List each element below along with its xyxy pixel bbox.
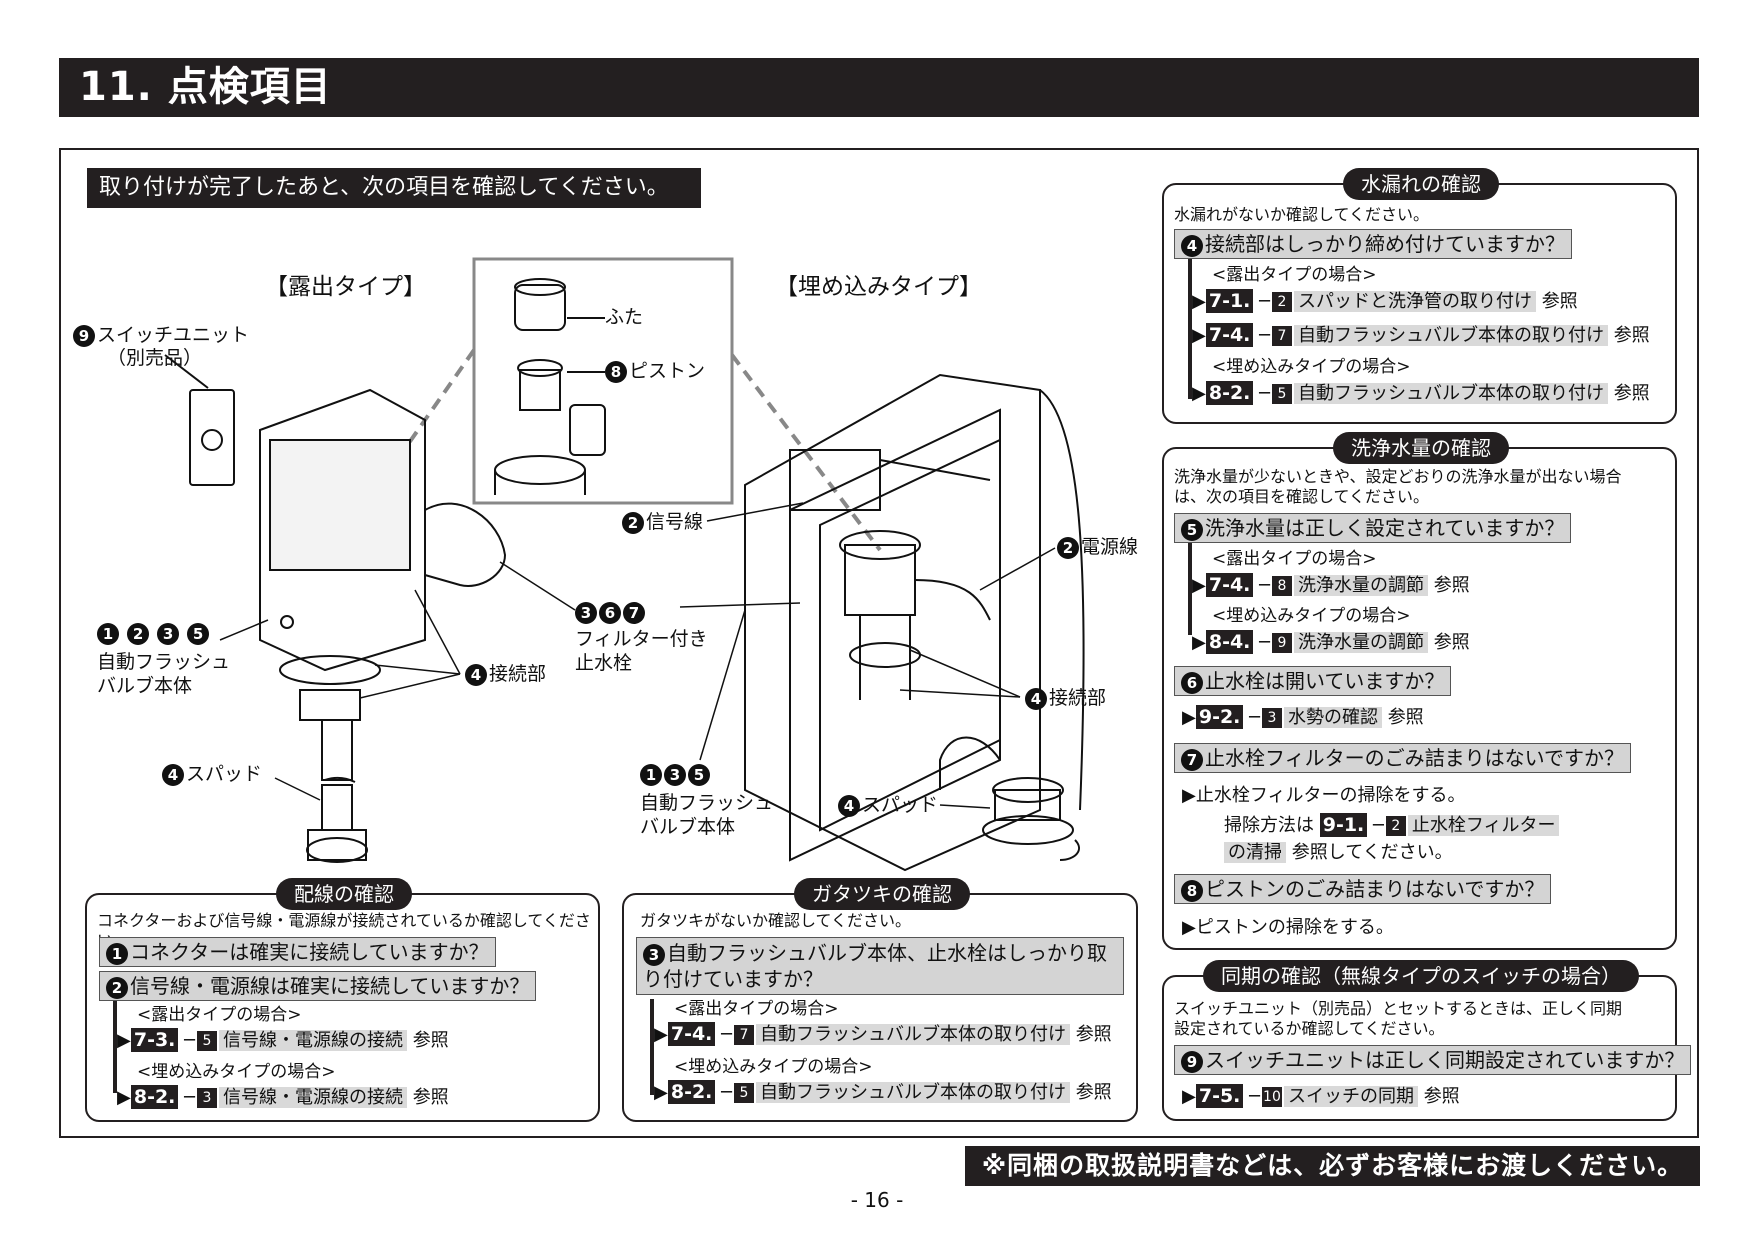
embedded-box-drawing	[744, 373, 1085, 872]
rattle-title: ガタツキの確認	[794, 878, 970, 910]
rattle-tree-line	[650, 999, 654, 1095]
volume-desc-1: 洗浄水量が少ないときや、設定どおりの洗浄水量が出ない場合	[1174, 467, 1622, 486]
intro-banner: 取り付けが完了したあと、次の項目を確認してください。	[87, 168, 701, 208]
embedded-type-label: 【埋め込みタイプ】	[775, 274, 982, 300]
stop-valve-label-line1: フィルター付き	[575, 628, 708, 650]
wiring-sub-exposed: <露出タイプの場合>	[137, 1005, 302, 1025]
leak-sub-embedded: <埋め込みタイプの場合>	[1212, 357, 1411, 377]
switch-unit-note: （別売品）	[107, 347, 203, 369]
footer-note: ※同梱の取扱説明書などは、必ずお客様にお渡しください。	[965, 1146, 1700, 1186]
piston-part	[517, 359, 605, 411]
volume-a8: ▶ピストンの掃除をする。	[1182, 917, 1394, 938]
exposed-valve-label-1: 自動フラッシュ	[97, 651, 231, 673]
embedded-valve-label-1: 自動フラッシュ	[640, 792, 774, 814]
lid-part	[514, 278, 605, 331]
page-number: - 16 -	[850, 1188, 904, 1212]
exposed-type-label: 【露出タイプ】	[265, 274, 426, 300]
stop-valve-label-line2: 止水栓	[575, 652, 633, 674]
content-frame	[59, 148, 1699, 1138]
lid-label: ふた	[605, 306, 644, 328]
wiring-title: 配線の確認	[276, 878, 412, 910]
sync-desc-1: スイッチユニット（別売品）とセットするときは、正しく同期	[1174, 999, 1623, 1018]
exposed-valve-nums: 1 2 3 5	[97, 621, 211, 645]
sync-panel: 同期の確認（無線タイプのスイッチの場合） スイッチユニット（別売品）とセットする…	[1162, 960, 1692, 1121]
volume-a7: ▶止水栓フィルターの掃除をする。	[1182, 785, 1466, 806]
rattle-desc: ガタツキがないか確認してください。	[640, 911, 912, 930]
wiring-tree-line	[113, 1001, 117, 1093]
sync-title: 同期の確認（無線タイプのスイッチの場合）	[1203, 960, 1639, 992]
inset-box	[472, 257, 734, 505]
volume-tree-line	[1188, 543, 1192, 635]
volume-sub-exposed: <露出タイプの場合>	[1212, 549, 1377, 569]
embedded-valve-label-2: バルブ本体	[640, 816, 736, 838]
switch-unit-drawing	[164, 354, 235, 486]
leak-title: 水漏れの確認	[1343, 168, 1499, 200]
exposed-valve-drawing	[259, 388, 507, 863]
rattle-sub-exposed: <露出タイプの場合>	[674, 999, 839, 1019]
page-title: 11. 点検項目	[59, 58, 1699, 117]
leak-desc: 水漏れがないか確認してください。	[1174, 205, 1430, 224]
volume-panel: 洗浄水量の確認 洗浄水量が少ないときや、設定どおりの洗浄水量が出ない場合 は、次…	[1162, 432, 1677, 950]
wiring-panel: 配線の確認 コネクターおよび信号線・電源線が接続されているか確認してください。 …	[85, 878, 600, 1122]
rattle-sub-embedded: <埋め込みタイプの場合>	[674, 1057, 873, 1077]
volume-desc-2: は、次の項目を確認してください。	[1174, 487, 1430, 506]
exposed-valve-label-2: バルブ本体	[97, 675, 193, 697]
leak-tree-line	[1188, 259, 1192, 399]
wiring-sub-embedded: <埋め込みタイプの場合>	[137, 1062, 336, 1082]
sync-desc-2: 設定されているか確認してください。	[1174, 1019, 1445, 1038]
volume-title: 洗浄水量の確認	[1333, 432, 1509, 464]
volume-ref4-line2: の清掃 参照してください。	[1224, 840, 1453, 866]
volume-sub-embedded: <埋め込みタイプの場合>	[1212, 606, 1411, 626]
leak-sub-exposed: <露出タイプの場合>	[1212, 265, 1377, 285]
